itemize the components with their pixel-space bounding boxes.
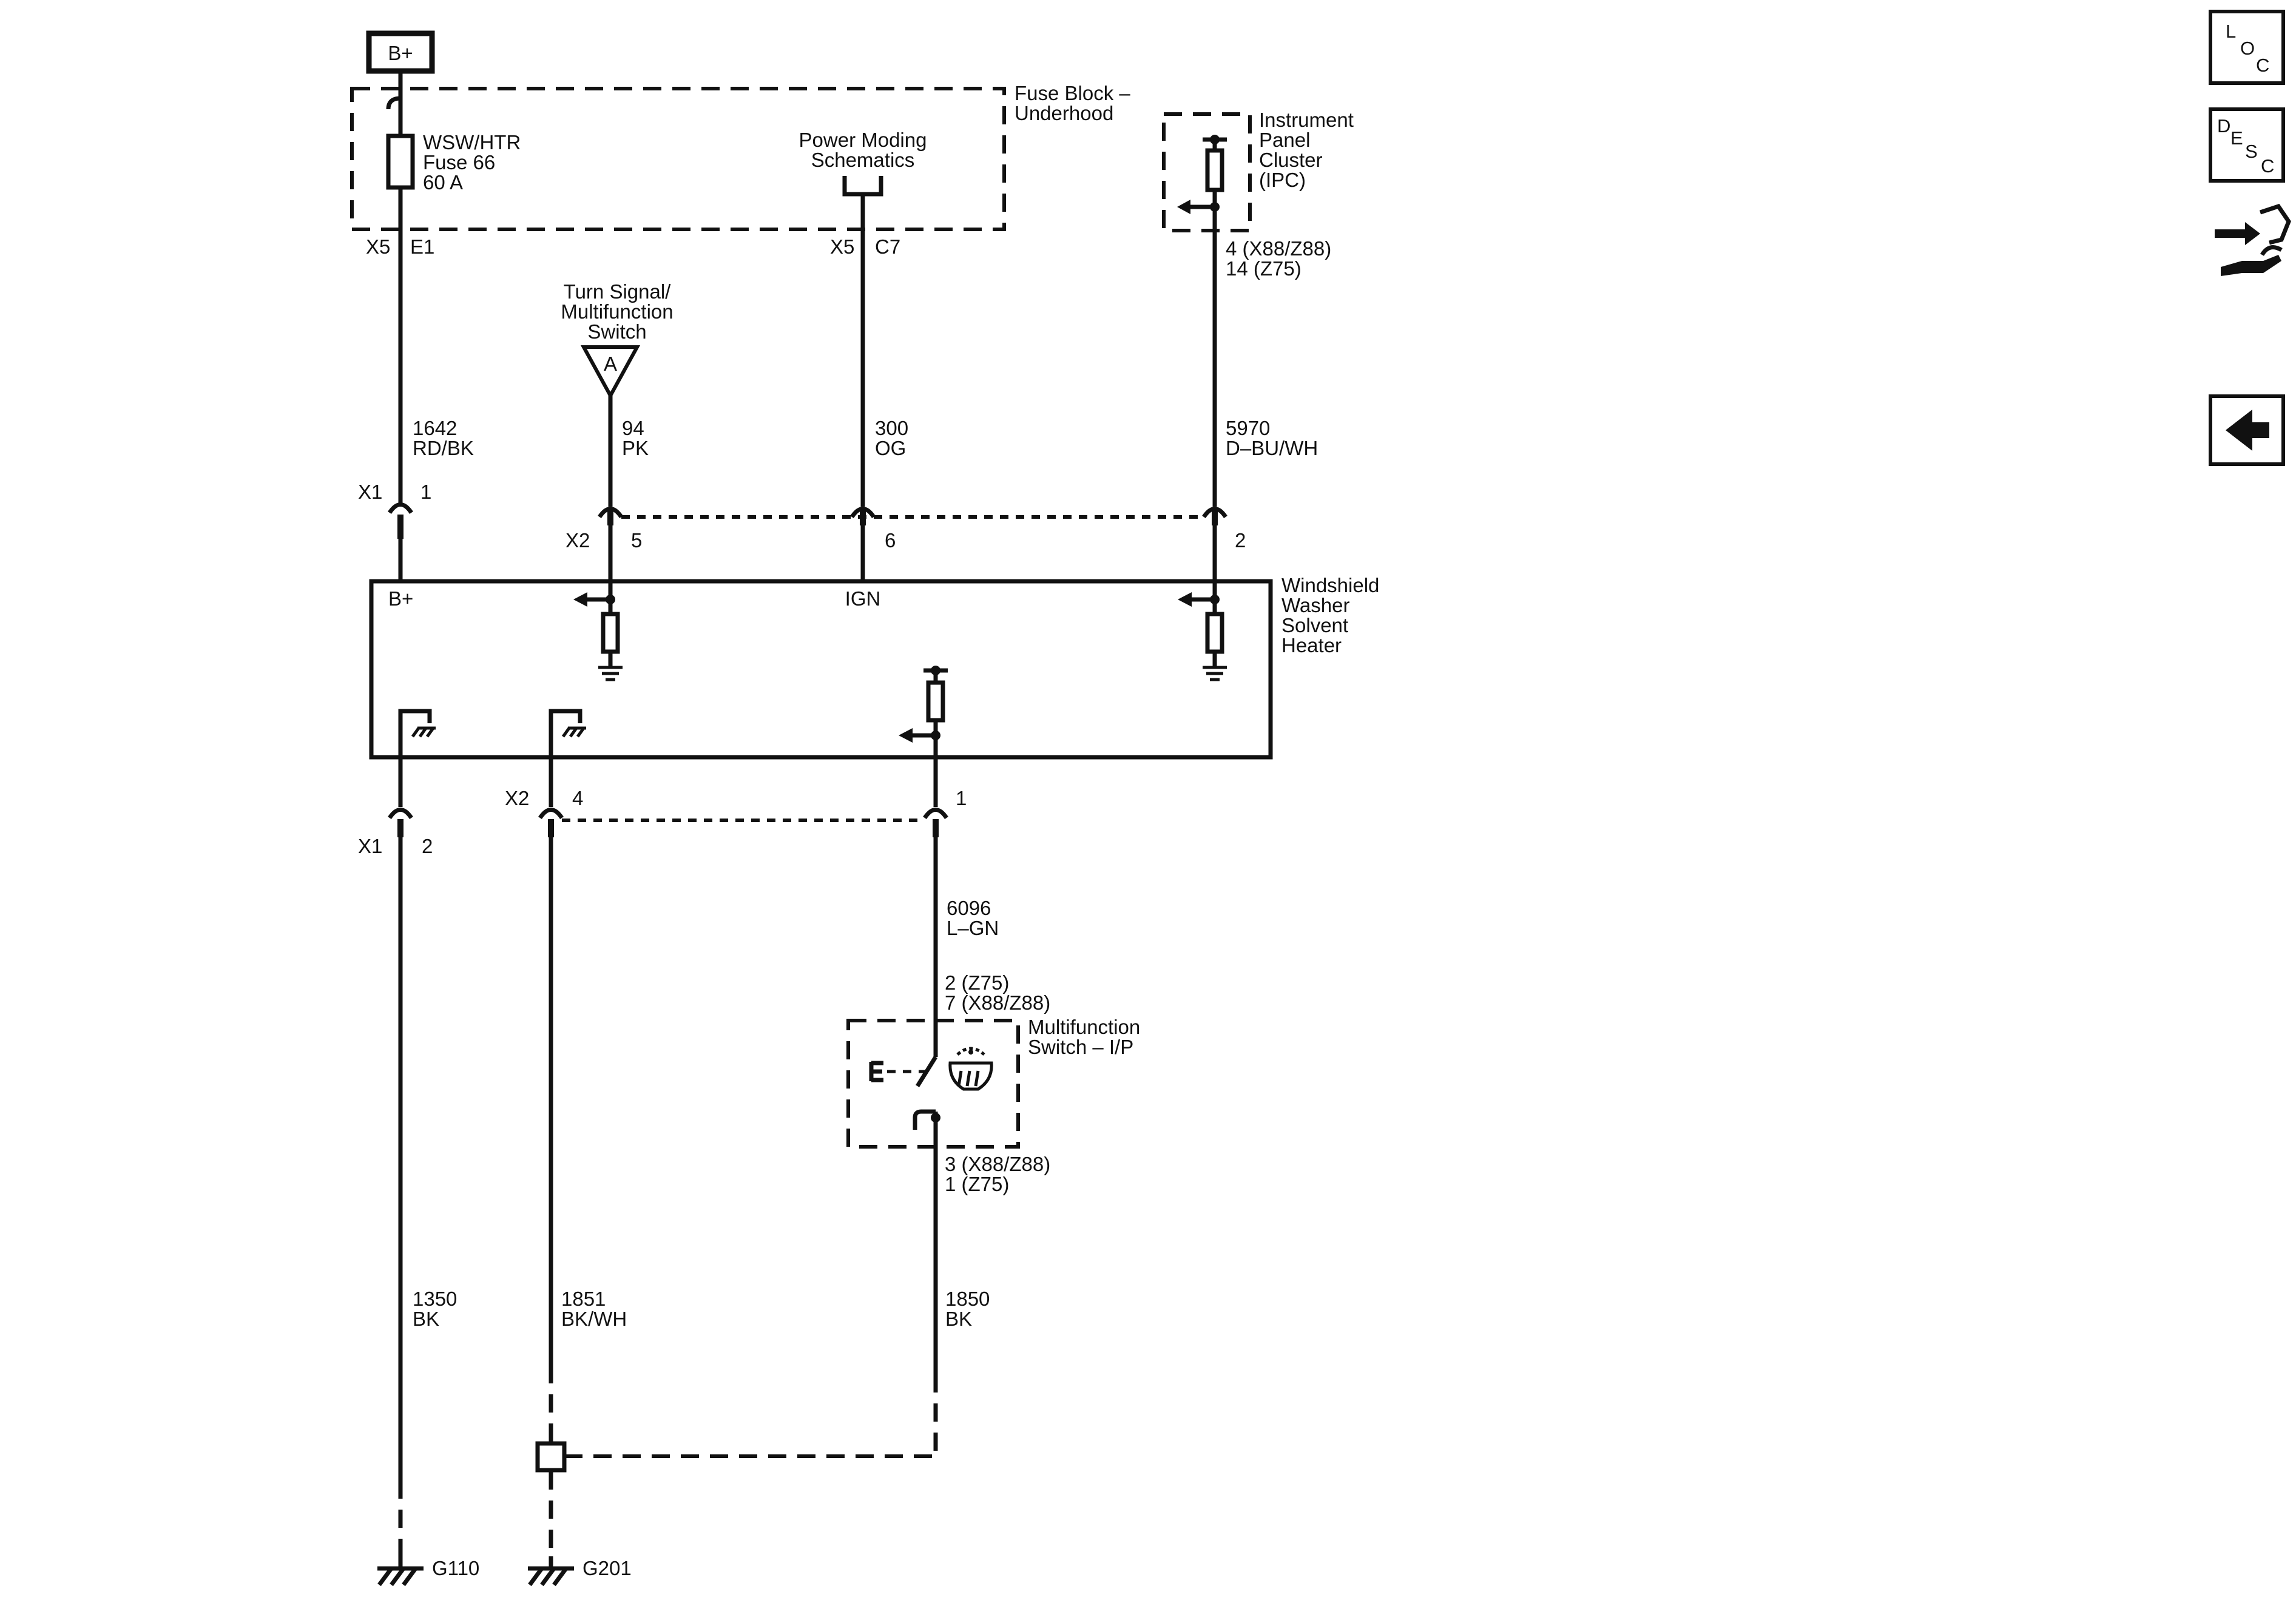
conn-x5-e1: X5 — [366, 235, 390, 258]
ground-g201-label: G201 — [582, 1557, 632, 1579]
conn-x5-c7: X5 — [830, 235, 854, 258]
wire-1851-num: 1851 — [561, 1288, 606, 1310]
svg-text:S: S — [2245, 141, 2258, 162]
wire-94-color: PK — [622, 437, 649, 459]
washer-heater-icon — [948, 1047, 993, 1091]
svg-text:O: O — [2240, 38, 2255, 59]
mf-bottom-pin-2: 1 (Z75) — [945, 1173, 1009, 1195]
wire-1642-num: 1642 — [413, 417, 457, 439]
x2-pin1: 1 — [956, 787, 967, 809]
x1-label-bottom: X1 — [358, 835, 382, 857]
turn-signal-name-3: Switch — [587, 320, 646, 343]
wire-1850-num: 1850 — [945, 1288, 990, 1310]
heater-name-3: Solvent — [1281, 614, 1348, 636]
heater-ign: IGN — [845, 587, 881, 610]
wire-1850-color: BK — [945, 1308, 972, 1330]
wire-94-num: 94 — [622, 417, 644, 439]
x2-pin6: 6 — [885, 529, 896, 552]
instrument-panel-cluster: Instrument Panel Cluster (IPC) 4 (X88/Z8… — [1162, 109, 1354, 388]
fuse-label-3: 60 A — [423, 171, 463, 194]
mf-top-pin-1: 2 (Z75) — [945, 971, 1009, 994]
wire-5970-num: 5970 — [1226, 417, 1270, 439]
x2-label-top: X2 — [566, 529, 590, 552]
fuse-label-1: WSW/HTR — [423, 131, 521, 154]
fuse-block-name-2: Underhood — [1015, 102, 1113, 124]
x2-pin4: 4 — [572, 787, 583, 809]
wire-1851-color: BK/WH — [561, 1308, 627, 1330]
ground-g110: G110 — [377, 1556, 479, 1587]
description-icon[interactable]: D E S C — [2209, 107, 2285, 183]
fuse-label-2: Fuse 66 — [423, 151, 495, 174]
mf-switch-name-2: Switch – I/P — [1028, 1036, 1133, 1058]
fuse-block-name-1: Fuse Block – — [1015, 82, 1130, 104]
heater-name-2: Washer — [1281, 594, 1349, 616]
x2-pin5: 5 — [631, 529, 642, 552]
turn-signal-switch: Turn Signal/ Multifunction Switch A — [561, 280, 674, 400]
ipc-name-2: Panel — [1259, 129, 1310, 151]
turn-signal-ref: A — [604, 353, 617, 375]
turn-signal-name-2: Multifunction — [561, 300, 673, 323]
mf-switch-name-1: Multifunction — [1028, 1016, 1140, 1038]
fuse-block-underhood: Fuse Block – Underhood WSW/HTR Fuse 66 6… — [350, 71, 1130, 258]
svg-text:E: E — [2230, 127, 2243, 149]
power-moding-label-1: Power Moding — [799, 129, 927, 151]
supply-label: B+ — [388, 42, 413, 64]
wire-300-num: 300 — [875, 417, 908, 439]
wire-1350-num: 1350 — [413, 1288, 457, 1310]
ipc-pin-1: 4 (X88/Z88) — [1226, 237, 1331, 260]
turn-signal-name-1: Turn Signal/ — [564, 280, 672, 303]
x1-label-top: X1 — [358, 481, 382, 503]
ipc-name-4: (IPC) — [1259, 169, 1306, 191]
svg-text:C: C — [2261, 155, 2274, 177]
lower-wiring: 6096 L–GN 1350 BK 1851 BK/WH 1850 BK — [398, 837, 999, 1556]
lower-connectors: X1 2 X2 4 1 — [358, 787, 967, 857]
x1-pin2: 2 — [422, 835, 433, 857]
wire-1642-color: RD/BK — [413, 437, 474, 459]
wire-6096-color: L–GN — [947, 917, 999, 939]
heater-name-1: Windshield — [1281, 574, 1379, 596]
wire-5970-color: D–BU/WH — [1226, 437, 1318, 459]
mf-top-pin-2: 7 (X88/Z88) — [945, 991, 1050, 1014]
back-arrow-icon[interactable] — [2209, 394, 2285, 466]
heater-name-4: Heater — [1281, 634, 1342, 657]
ground-g201: G201 — [528, 1556, 632, 1587]
x2-label-bottom: X2 — [505, 787, 529, 809]
x2-pin2: 2 — [1235, 529, 1246, 552]
x1-pin1: 1 — [420, 481, 431, 503]
multifunction-switch-ip: 2 (Z75) 7 (X88/Z88) Multifunction Switch… — [846, 971, 1140, 1195]
component-locator-icon[interactable]: L O C — [2209, 10, 2285, 85]
ipc-pin-2: 14 (Z75) — [1226, 257, 1302, 280]
connector-repair-icon[interactable] — [2215, 203, 2291, 276]
mf-bottom-pin-1: 3 (X88/Z88) — [945, 1153, 1050, 1175]
ipc-name-3: Cluster — [1259, 149, 1323, 171]
heater-bplus: B+ — [388, 587, 413, 610]
ipc-name-1: Instrument — [1259, 109, 1354, 131]
svg-text:C7: C7 — [875, 235, 900, 258]
washer-solvent-heater: Windshield Washer Solvent Heater B+ IGN — [369, 574, 1379, 807]
svg-text:L: L — [2226, 21, 2236, 42]
battery-supply: B+ — [366, 30, 435, 74]
wire-1350-color: BK — [413, 1308, 439, 1330]
ground-g110-label: G110 — [432, 1557, 479, 1579]
wire-6096-num: 6096 — [947, 897, 991, 919]
upper-wiring: 1642 RD/BK 94 PK 300 OG 5970 D–BU/WH X1 … — [358, 194, 1318, 599]
svg-text:E1: E1 — [410, 235, 434, 258]
svg-text:D: D — [2217, 115, 2230, 137]
svg-text:C: C — [2256, 55, 2269, 76]
wire-300-color: OG — [875, 437, 906, 459]
power-moding-label-2: Schematics — [811, 149, 915, 171]
